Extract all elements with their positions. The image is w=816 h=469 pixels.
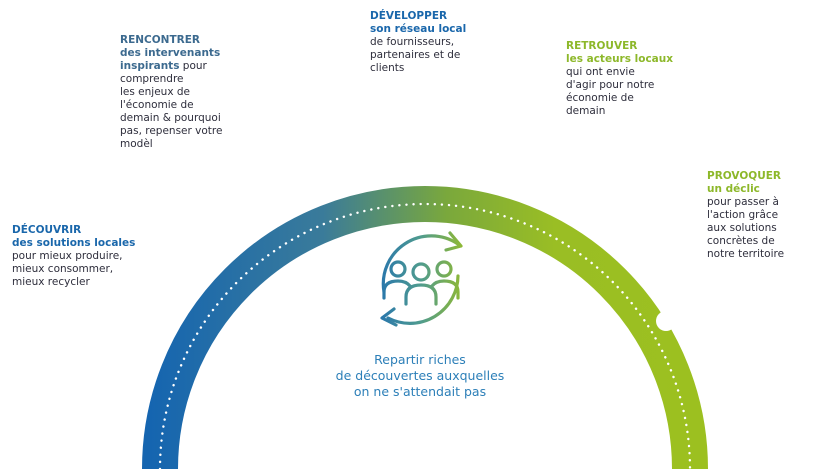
step-desc-line: comprendre — [120, 73, 184, 85]
step-subtitle-2: inspirants — [120, 60, 180, 72]
step-desc-line: l'action grâce — [707, 209, 779, 221]
center-line: de découvertes auxquelles — [335, 368, 505, 383]
step-desc-line: mieux consommer, — [12, 263, 114, 275]
center-line: on ne s'attendait pas — [353, 384, 487, 399]
step-marker-provoquer — [656, 311, 676, 331]
people-cycle-icon — [380, 231, 463, 327]
step-desc-line: demain & pourquoi — [120, 112, 221, 124]
step-retrouver: RETROUVER les acteurs locaux qui ont env… — [566, 40, 696, 118]
step-desc-line: mieux recycler — [12, 276, 90, 288]
step-desc-line: clients — [370, 62, 405, 74]
journey-ring — [142, 186, 708, 469]
step-desc-line: économie de — [566, 92, 634, 104]
step-title: RENCONTRER — [120, 34, 200, 46]
step-title: DÉVELOPPER — [370, 10, 448, 22]
step-desc-line: aux solutions — [707, 222, 777, 234]
step-desc-inline: pour — [182, 60, 207, 72]
step-marker-developper — [411, 144, 431, 164]
step-subtitle-row: inspirants pour — [120, 60, 260, 73]
step-desc-line: notre territoire — [707, 248, 785, 260]
step-desc-line: l'économie de — [120, 99, 194, 111]
step-desc-line: pour mieux produire, — [12, 250, 123, 262]
step-desc-line: les enjeux de — [120, 86, 191, 98]
step-rencontrer: RENCONTRER des intervenants inspirants p… — [120, 34, 260, 151]
step-subtitle: les acteurs locaux — [566, 53, 674, 65]
dotted-path — [158, 202, 692, 469]
step-subtitle: un déclic — [707, 183, 760, 195]
step-title: DÉCOUVRIR — [12, 224, 82, 236]
step-desc-line: demain — [566, 105, 606, 117]
step-developper: DÉVELOPPER son réseau local de fournisse… — [370, 10, 500, 75]
step-subtitle: des solutions locales — [12, 237, 136, 249]
step-desc-line: modèl — [120, 138, 153, 150]
step-desc-line: d'agir pour notre — [566, 79, 655, 91]
step-provoquer: PROVOQUER un déclic pour passer à l'acti… — [707, 170, 812, 261]
step-title: PROVOQUER — [707, 170, 782, 182]
step-decouvrir: DÉCOUVRIR des solutions locales pour mie… — [12, 224, 162, 289]
center-message: Repartir riches de découvertes auxquelle… — [300, 352, 540, 400]
step-desc-line: partenaires et de — [370, 49, 461, 61]
center-line: Repartir riches — [374, 352, 466, 367]
step-desc-line: qui ont envie — [566, 66, 635, 78]
step-marker-decouvrir — [173, 286, 193, 306]
step-subtitle: des intervenants — [120, 47, 221, 59]
step-marker-rencontrer — [258, 188, 278, 208]
step-desc-line: pour passer à — [707, 196, 779, 208]
step-desc-line: pas, repenser votre — [120, 125, 223, 137]
step-subtitle: son réseau local — [370, 23, 467, 35]
step-desc-line: de fournisseurs, — [370, 36, 455, 48]
step-desc-line: concrètes de — [707, 235, 775, 247]
step-marker-retrouver — [575, 201, 595, 221]
step-title: RETROUVER — [566, 40, 638, 52]
